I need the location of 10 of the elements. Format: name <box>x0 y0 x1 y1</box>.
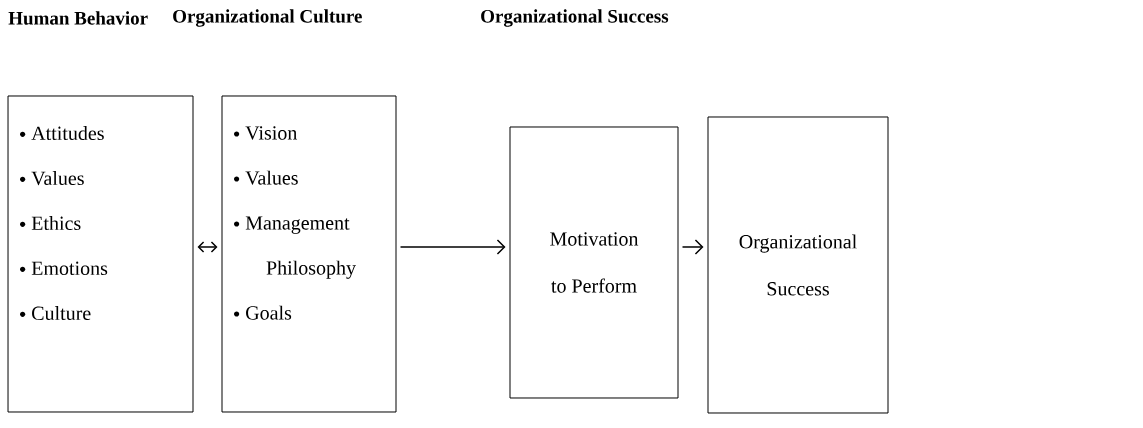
heading: Organizational Culture <box>173 9 362 27</box>
text-box: Attitudes Values Ethics Emotions Culture <box>7 95 194 413</box>
heading: Organizational Success <box>481 9 669 27</box>
arrow <box>681 239 704 255</box>
text-box: Organizational Success <box>707 116 889 414</box>
text-box: Vision Values Management Philosophy Goals <box>221 95 397 413</box>
arrow <box>197 241 218 253</box>
arrow <box>399 239 506 255</box>
text-box: Motivation to Perform <box>509 126 679 399</box>
heading: Human Behavior <box>8 11 148 25</box>
